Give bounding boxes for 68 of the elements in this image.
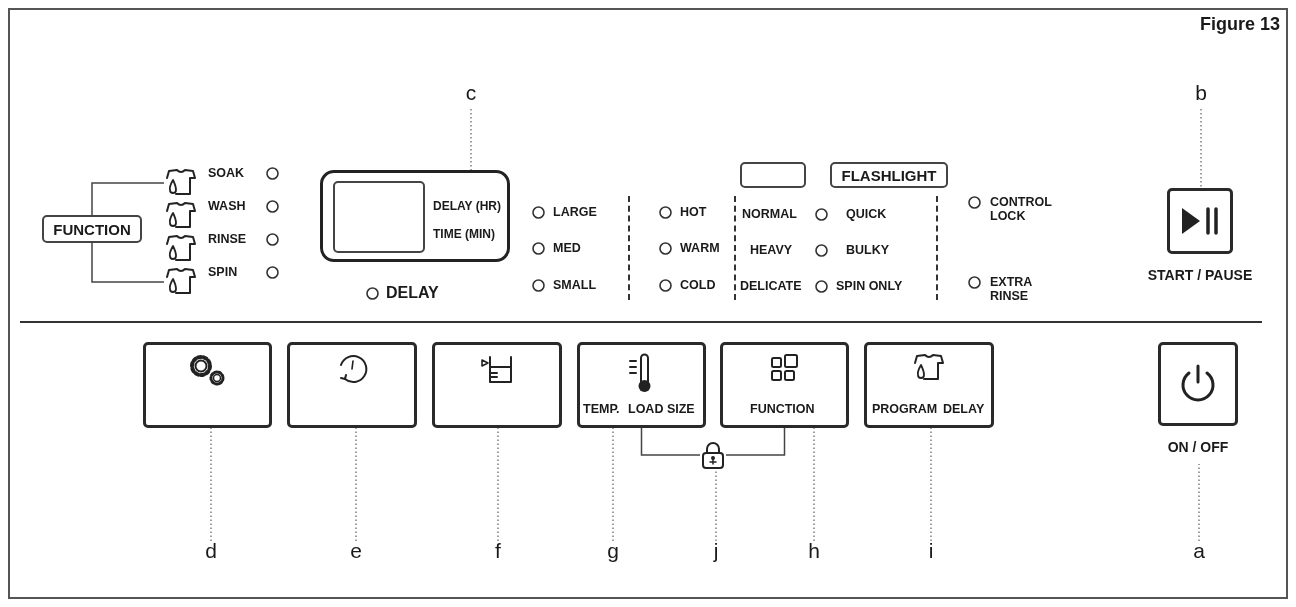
callout-letter: e — [347, 538, 365, 564]
button-caption: ON / OFF — [1166, 440, 1230, 454]
callout-letter: c — [462, 80, 480, 106]
blank-frame — [740, 162, 806, 188]
leader-line — [497, 427, 499, 542]
figure-title: Figure 13 — [1198, 14, 1280, 36]
control-button — [864, 342, 994, 428]
leader-line — [1200, 108, 1202, 189]
display-label: TIME (MIN) — [433, 227, 495, 241]
callout-letter: h — [805, 538, 823, 564]
panel-label: EXTRA RINSE — [990, 275, 1033, 303]
leader-line — [1198, 463, 1200, 542]
shirt-icon — [164, 234, 198, 264]
panel-label: TEMP. — [583, 402, 620, 416]
panel-label: WASH — [208, 199, 246, 213]
control-button — [577, 342, 706, 428]
panel-label: HOT — [680, 205, 707, 219]
leader-line — [930, 427, 932, 542]
panel-label: PROGRAM — [872, 402, 938, 416]
connector-line — [91, 182, 165, 216]
shirt-icon — [164, 201, 198, 231]
panel-label: QUICK — [846, 207, 887, 221]
panel-label: BULKY — [846, 243, 890, 257]
leader-line — [612, 427, 614, 542]
label-frame: FUNCTION — [42, 215, 142, 243]
panel-label: SPIN ONLY — [836, 279, 903, 293]
label-frame: FLASHLIGHT — [830, 162, 948, 188]
leader-line — [813, 427, 815, 542]
callout-letter: d — [202, 538, 220, 564]
callout-letter: f — [489, 538, 507, 564]
connector-line — [725, 427, 786, 456]
display-panel — [320, 170, 510, 262]
shirt-icon — [164, 267, 198, 297]
panel-label: CONTROL LOCK — [990, 195, 1053, 223]
panel-label: HEAVY — [750, 243, 793, 257]
panel-label: MED — [553, 241, 581, 255]
callout-letter: a — [1190, 538, 1208, 564]
connector-line — [91, 242, 165, 283]
panel-label: COLD — [680, 278, 716, 292]
callout-letter: b — [1192, 80, 1210, 106]
leader-line — [470, 108, 472, 171]
leader-line — [355, 427, 357, 542]
button-caption: START / PAUSE — [1146, 268, 1254, 282]
control-button — [432, 342, 562, 428]
panel-label: SPIN — [208, 265, 238, 279]
panel-label: DELAY — [386, 284, 439, 302]
lock-icon — [700, 441, 726, 469]
callout-letter: j — [707, 538, 725, 564]
display-label: DELAY (HR) — [433, 199, 501, 213]
panel-label: NORMAL — [742, 207, 797, 221]
shirt-icon — [164, 168, 198, 198]
panel-label: LARGE — [553, 205, 597, 219]
callout-letter: g — [604, 538, 622, 564]
leader-line — [210, 427, 212, 542]
panel-label: DELAY — [943, 402, 985, 416]
control-button — [287, 342, 417, 428]
panel-label: FUNCTION — [750, 402, 815, 416]
panel-label: WARM — [680, 241, 720, 255]
control-button — [720, 342, 849, 428]
connector-line — [640, 427, 701, 456]
display-screen — [333, 181, 425, 253]
panel-label: SMALL — [553, 278, 597, 292]
control-button — [143, 342, 272, 428]
panel-label: DELICATE — [740, 279, 802, 293]
panel-label: LOAD SIZE — [628, 402, 695, 416]
panel-label: SOAK — [208, 166, 245, 180]
callout-letter: i — [922, 538, 940, 564]
panel-label: RINSE — [208, 232, 247, 246]
